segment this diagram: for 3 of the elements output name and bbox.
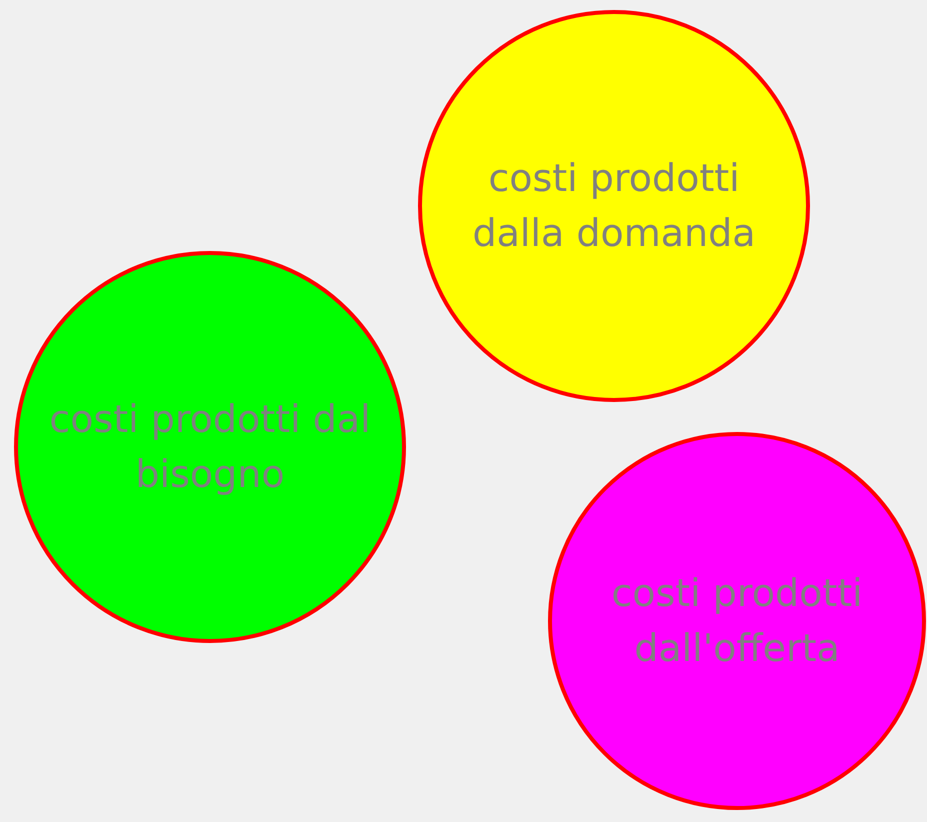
node-label: costi prodotti dalla domanda [471, 154, 757, 257]
node-label: costi prodotti dal bisogno [48, 396, 372, 498]
node-label: costi prodotti dall'offerta [610, 570, 864, 672]
